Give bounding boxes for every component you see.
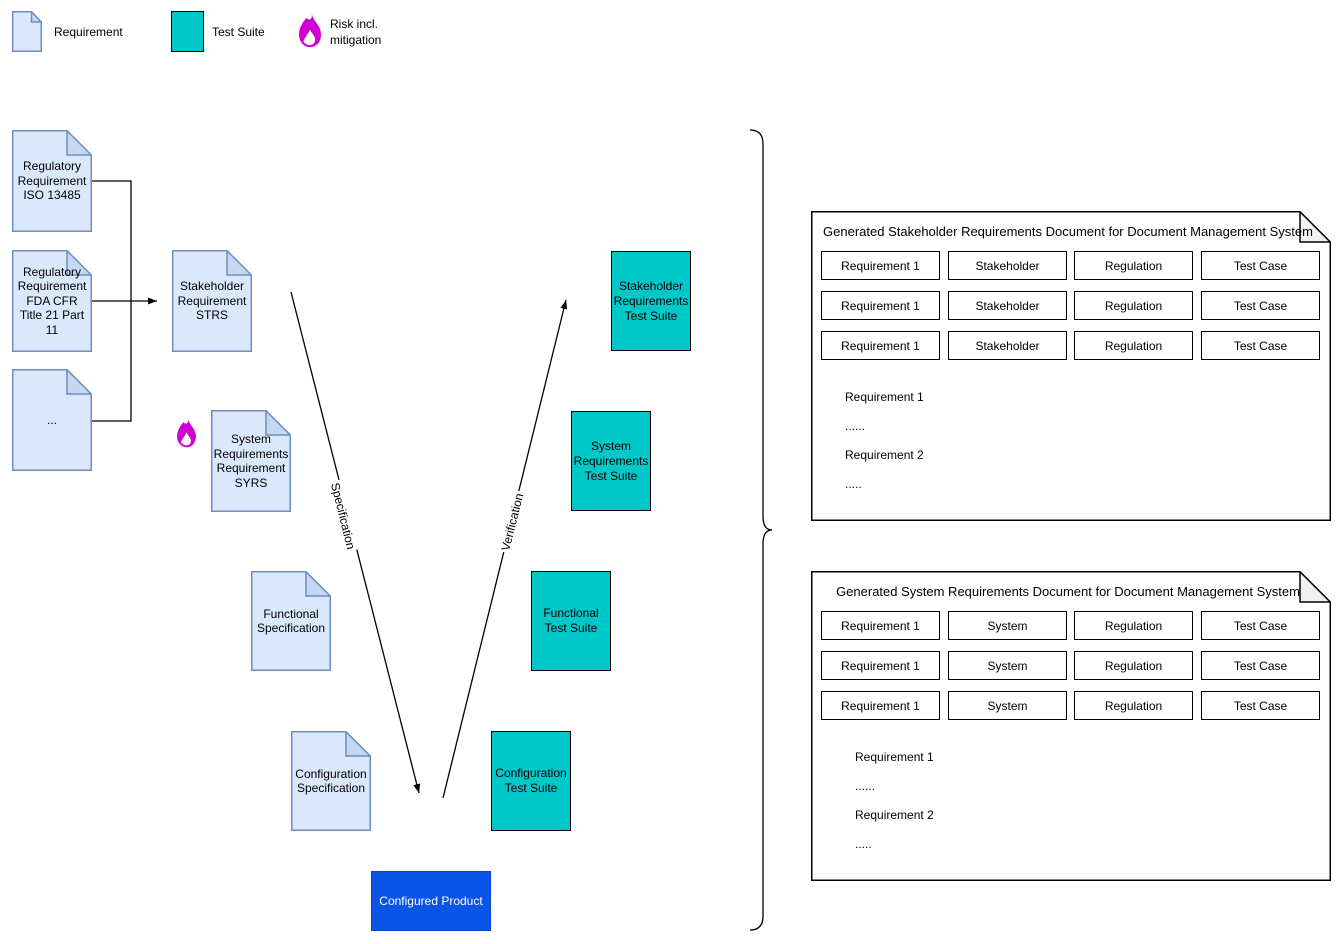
table-cell: Test Case xyxy=(1201,291,1320,320)
panel-title: Generated Stakeholder Requirements Docum… xyxy=(823,224,1313,239)
body-line: ..... xyxy=(845,477,862,491)
panel-body: Requirement 1 ...... Requirement 2 ..... xyxy=(845,383,924,499)
panel-title: Generated System Requirements Document f… xyxy=(836,584,1300,599)
table-cell: Regulation xyxy=(1074,651,1193,680)
connector-regulatory-bracket xyxy=(92,180,132,422)
doc-label: Functional Specification xyxy=(256,606,326,636)
doc-label: Stakeholder Requirement STRS xyxy=(177,279,247,323)
table-cell: Regulation xyxy=(1074,251,1193,280)
configured-product-box: Configured Product xyxy=(371,871,491,931)
legend-requirement-label: Requirement xyxy=(54,25,123,39)
curly-brace xyxy=(749,129,773,931)
configured-product-label: Configured Product xyxy=(379,894,483,908)
table-cell: System xyxy=(948,691,1067,720)
doc-label: Configuration Specification xyxy=(295,766,367,796)
test-suite-configuration: Configuration Test Suite xyxy=(491,731,571,831)
table-cell: System xyxy=(948,611,1067,640)
panel-document-shape xyxy=(811,571,1331,881)
body-line: ...... xyxy=(845,419,866,433)
legend-risk-flame-icon xyxy=(297,13,323,48)
legend-risk-line2: mitigation xyxy=(330,33,382,47)
doc-stakeholder-requirement-strs: Stakeholder Requirement STRS xyxy=(172,250,252,352)
doc-system-requirements-syrs: System Requirements Requirement SYRS xyxy=(211,410,291,512)
generated-system-requirements-panel: Generated System Requirements Document f… xyxy=(811,571,1331,881)
body-line: Requirement 2 xyxy=(855,808,934,822)
table-cell: Requirement 1 xyxy=(821,331,940,360)
test-suite-label: System Requirements Test Suite xyxy=(573,438,649,483)
table-cell: Regulation xyxy=(1074,691,1193,720)
generated-stakeholder-requirements-panel: Generated Stakeholder Requirements Docum… xyxy=(811,211,1331,521)
legend-test-suite-icon xyxy=(171,11,204,52)
table-cell: Stakeholder xyxy=(948,291,1067,320)
test-suite-system-requirements: System Requirements Test Suite xyxy=(571,411,651,511)
legend-risk-label: Risk incl. mitigation xyxy=(330,16,381,48)
test-suite-stakeholder-requirements: Stakeholder Requirements Test Suite xyxy=(611,251,691,351)
table-cell: Test Case xyxy=(1201,251,1320,280)
legend-risk-line1: Risk incl. xyxy=(330,17,379,31)
verification-arrow-label: Verification xyxy=(497,489,527,555)
doc-label: System Requirements Requirement SYRS xyxy=(213,432,289,490)
body-line: Requirement 1 xyxy=(855,750,934,764)
test-suite-label: Functional Test Suite xyxy=(543,606,599,635)
table-cell: System xyxy=(948,651,1067,680)
table-cell: Regulation xyxy=(1074,611,1193,640)
specification-arrow-label: Specification xyxy=(327,479,359,553)
table-cell: Requirement 1 xyxy=(821,251,940,280)
table-cell: Regulation xyxy=(1074,291,1193,320)
body-line: Requirement 1 xyxy=(845,390,924,404)
legend-requirement-icon xyxy=(12,11,42,52)
table-cell: Requirement 1 xyxy=(821,611,940,640)
table-cell: Test Case xyxy=(1201,331,1320,360)
doc-label: ... xyxy=(46,412,57,427)
doc-functional-specification: Functional Specification xyxy=(251,571,331,671)
doc-label: Regulatory Requirement FDA CFR Title 21 … xyxy=(17,264,87,337)
doc-regulatory-fda-cfr: Regulatory Requirement FDA CFR Title 21 … xyxy=(12,250,92,352)
test-suite-label: Stakeholder Requirements Test Suite xyxy=(613,278,689,323)
table-cell: Stakeholder xyxy=(948,331,1067,360)
table-cell: Requirement 1 xyxy=(821,691,940,720)
risk-flame-icon xyxy=(174,418,199,448)
panel-body: Requirement 1 ...... Requirement 2 ..... xyxy=(855,743,934,859)
body-line: Requirement 2 xyxy=(845,448,924,462)
table-cell: Test Case xyxy=(1201,651,1320,680)
doc-configuration-specification: Configuration Specification xyxy=(291,731,371,831)
document-icon xyxy=(12,11,42,52)
table-cell: Requirement 1 xyxy=(821,651,940,680)
panel-document-shape xyxy=(811,211,1331,521)
body-line: ..... xyxy=(855,837,872,851)
table-cell: Regulation xyxy=(1074,331,1193,360)
test-suite-functional: Functional Test Suite xyxy=(531,571,611,671)
legend-test-suite-label: Test Suite xyxy=(212,25,265,39)
doc-regulatory-iso-13485: Regulatory Requirement ISO 13485 xyxy=(12,130,92,232)
table-cell: Stakeholder xyxy=(948,251,1067,280)
table-cell: Test Case xyxy=(1201,611,1320,640)
table-cell: Requirement 1 xyxy=(821,291,940,320)
doc-label: Regulatory Requirement ISO 13485 xyxy=(17,159,87,203)
test-suite-label: Configuration Test Suite xyxy=(495,766,567,795)
body-line: ...... xyxy=(855,779,876,793)
table-cell: Test Case xyxy=(1201,691,1320,720)
doc-regulatory-other: ... xyxy=(12,369,92,471)
